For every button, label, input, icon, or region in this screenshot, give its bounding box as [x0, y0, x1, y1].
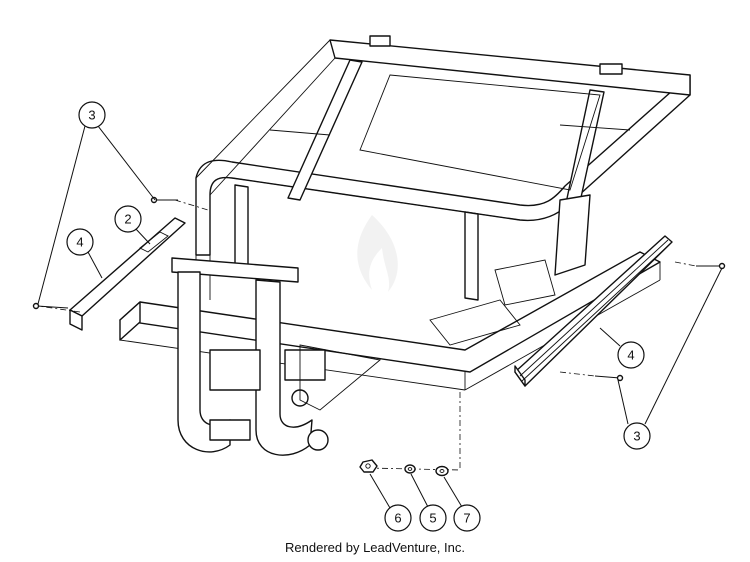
- callout-2: 2: [114, 205, 142, 233]
- svg-text:4: 4: [76, 235, 83, 250]
- callout-3-left: 3: [78, 101, 106, 129]
- svg-text:6: 6: [394, 511, 401, 526]
- fastener-hardware: [359, 459, 449, 477]
- right-side-rail: [514, 235, 673, 387]
- callout-6: 6: [384, 504, 412, 532]
- watermark-flame-logo: [357, 215, 398, 292]
- callout-4-left: 4: [66, 228, 94, 256]
- callout-3-right: 3: [623, 422, 651, 450]
- bolts: [32, 196, 726, 382]
- svg-text:5: 5: [429, 511, 436, 526]
- svg-text:3: 3: [633, 429, 640, 444]
- svg-text:4: 4: [627, 348, 634, 363]
- cart-frame-assembly: [119, 35, 691, 456]
- left-side-rail: [69, 217, 186, 331]
- callout-4-right: 4: [617, 341, 645, 369]
- leader-lines: [37, 125, 723, 509]
- svg-text:7: 7: [463, 511, 470, 526]
- svg-text:2: 2: [124, 212, 131, 227]
- callout-5: 5: [419, 504, 447, 532]
- svg-text:3: 3: [88, 108, 95, 123]
- callout-7: 7: [453, 504, 481, 532]
- render-credit-footer: Rendered by LeadVenture, Inc.: [285, 540, 465, 555]
